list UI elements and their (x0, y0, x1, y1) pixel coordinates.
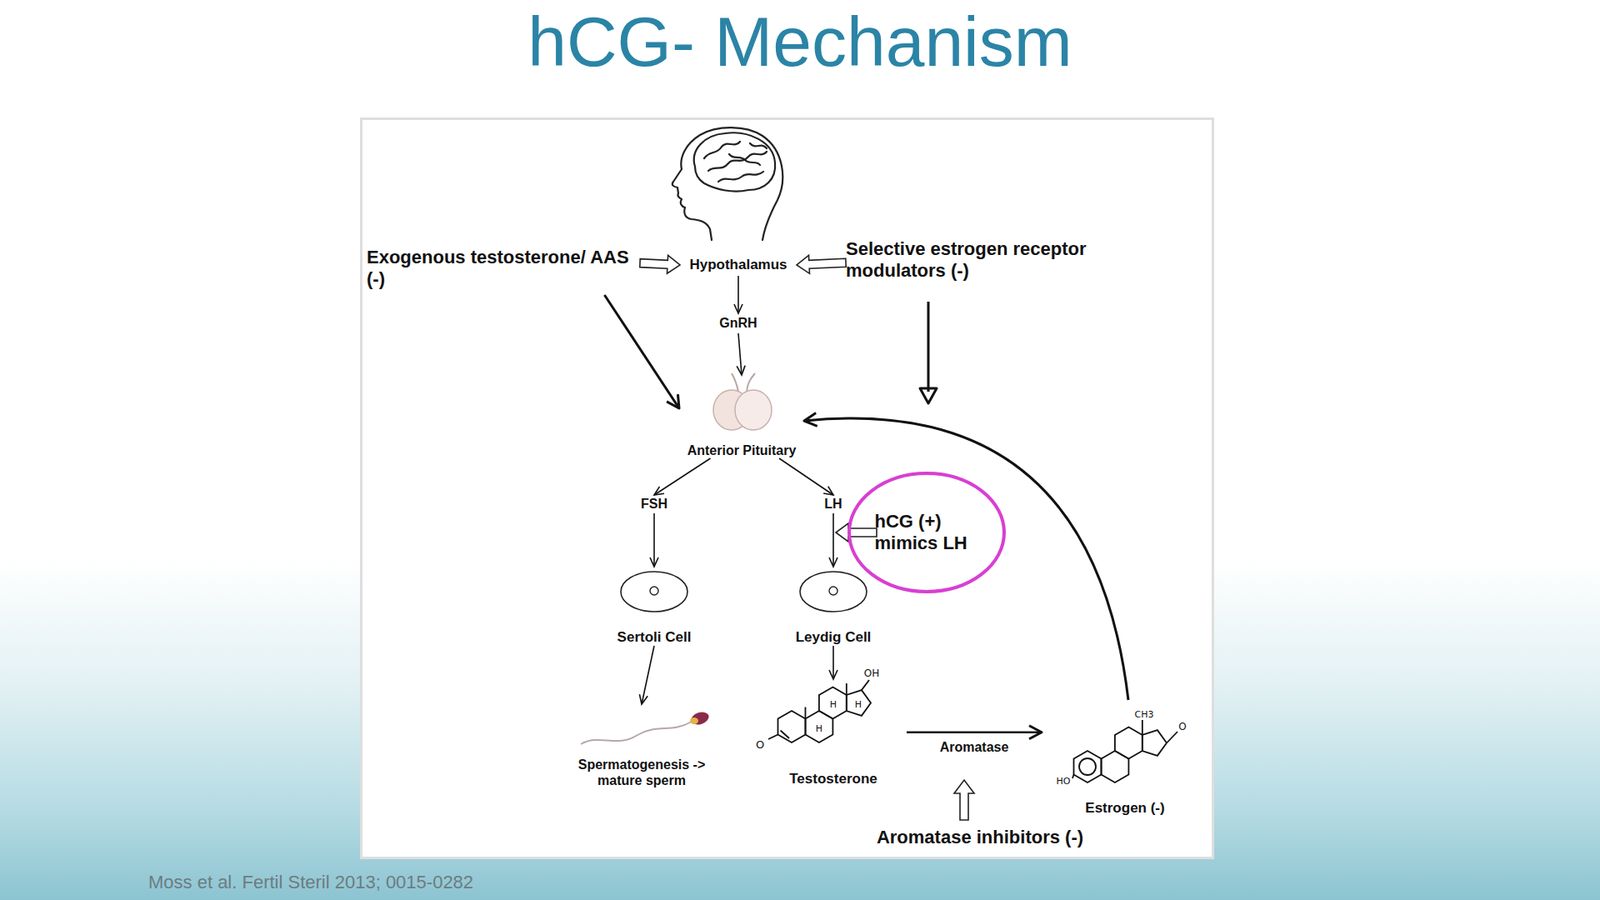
molecule-node: Testosterone (750, 679, 917, 788)
atom-label: CH3 (1135, 709, 1155, 720)
hormone-label: FSH (633, 495, 675, 514)
cell-node: Leydig Cell (787, 566, 880, 646)
drug-label: Exogenous testosterone/ AAS (-) (366, 241, 640, 295)
head-brain-drawing (672, 127, 783, 240)
sperm-node: Spermatogenesis -> mature sperm (562, 704, 721, 789)
drug-label: Selective estrogen receptor modulators (… (845, 233, 1111, 287)
arrow-connector (654, 458, 711, 495)
node-text: Estrogen (-) (1085, 800, 1165, 817)
node-text: Anterior Pituitary (687, 442, 797, 459)
atom-label: HO (1056, 775, 1071, 787)
atom-label: OH (864, 667, 880, 680)
cell-nucleus (650, 586, 659, 595)
node-text: LH (824, 495, 842, 512)
arrow-connector (604, 295, 680, 409)
arrow-connector (832, 513, 835, 567)
node-text: Aromatase inhibitors (-) (876, 826, 1084, 849)
bond (845, 683, 848, 695)
bond (1141, 720, 1144, 735)
cell-outline (787, 566, 880, 617)
cell-outline (620, 571, 688, 612)
edge-label: Aromatase (938, 740, 1011, 755)
atom-label: H (855, 699, 862, 710)
arrow-connector (906, 731, 1042, 734)
hormone-label: LH (816, 495, 850, 514)
citation: Moss et al. Fertil Steril 2013; 0015-028… (148, 871, 474, 894)
hormone-label: GnRH (709, 313, 768, 334)
arrow-connector (737, 275, 740, 314)
node-text: hCG (+) mimics LH (875, 510, 980, 555)
arrow-connector (832, 645, 835, 680)
circle-outline (849, 473, 1005, 592)
node-text: FSH (640, 495, 668, 512)
ring (846, 690, 871, 716)
cell-outline (800, 571, 867, 612)
inhibitor-hollow-arrow (954, 780, 975, 820)
figure-panel (360, 117, 1215, 860)
molecule-structures (768, 680, 1178, 783)
cell-nucleus (829, 586, 838, 595)
molecule-node: Estrogen (-) (1041, 700, 1209, 817)
atom-label: H (830, 699, 837, 710)
ring (1142, 730, 1167, 756)
ring (1115, 727, 1143, 760)
hollow-arrow (796, 255, 846, 274)
bond (1072, 775, 1075, 780)
node-text: Spermatogenesis -> mature sperm (566, 756, 717, 789)
arrow-connector (738, 333, 742, 375)
bond (861, 680, 870, 690)
sperm-drawing (580, 710, 711, 745)
node-text: Exogenous testosterone/ AAS (-) (366, 246, 640, 291)
node-text: Leydig Cell (795, 629, 872, 646)
node-text: Selective estrogen receptor modulators (… (845, 238, 1111, 283)
ring (1074, 750, 1102, 783)
node-text: GnRH (719, 315, 757, 331)
slide-title: hCG- Mechanism (0, 1, 1600, 83)
serm-arrow (920, 301, 937, 404)
arrow-connector (641, 645, 655, 705)
organ-label: Hypothalamus (680, 254, 797, 276)
ring (778, 710, 806, 743)
pituitary-gland-drawing (713, 373, 772, 430)
hollow-arrow (640, 255, 680, 274)
node-text: Sertoli Cell (617, 629, 692, 646)
bond (805, 707, 807, 720)
cell-node: Sertoli Cell (604, 566, 705, 646)
bond (768, 735, 779, 740)
atom-label: O (755, 738, 765, 751)
atom-label: H (815, 723, 823, 735)
aromatic-ring (1079, 758, 1096, 775)
pituitary-node: Anterior Pituitary (679, 375, 805, 459)
cell-outline (604, 566, 705, 617)
arrow-connector (779, 458, 834, 495)
bond (780, 730, 790, 740)
bond (1166, 731, 1178, 744)
arrow-connector (804, 418, 1129, 700)
arrow-connector (653, 513, 655, 567)
drug-label: Aromatase inhibitors (-) (859, 825, 1101, 850)
hcg-hollow-arrow (835, 523, 877, 542)
highlight-circle: hCG (+) mimics LH (847, 471, 1006, 594)
ring (819, 687, 847, 720)
atom-label: O (1178, 720, 1186, 733)
node-text: Testosterone (789, 770, 878, 788)
node-text: Hypothalamus (689, 256, 787, 274)
